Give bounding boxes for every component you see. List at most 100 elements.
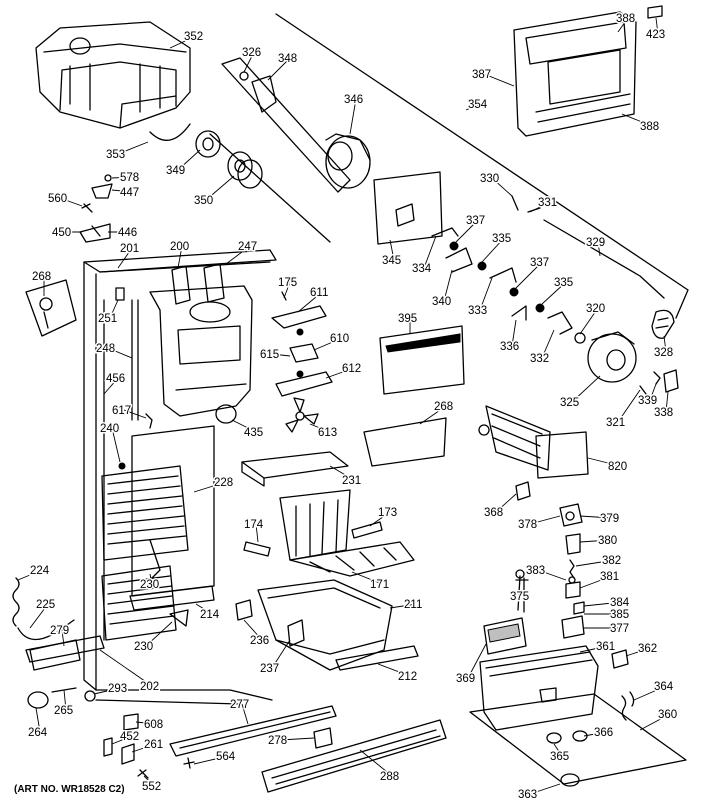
leader-line-337 [455,219,479,243]
rod-265-part [51,687,77,693]
leader-line-612 [325,367,355,379]
basket-171-part [279,489,415,577]
bracket-452-part [103,737,113,757]
callout-261: 261 [144,739,163,751]
leader-line-335 [481,237,505,263]
auger-motor-part [325,133,371,189]
callout-360: 360 [658,709,677,721]
callout-230: 230 [140,579,159,591]
leader-line-340 [443,269,453,302]
leader-line-174 [255,523,259,543]
fan-motor-610-part [289,343,319,363]
cover-214-part [129,585,215,611]
valve-379-part [559,503,583,527]
callout-320: 320 [586,303,605,315]
callout-330: 330 [480,173,499,185]
leader-line-615 [271,353,291,357]
callout-423: 423 [646,29,665,41]
screw-293-part [84,690,96,702]
leader-line-564 [193,755,229,765]
callout-354: 354 [468,99,488,111]
bracket-368-part [515,481,531,501]
bracket-447-part [91,183,113,199]
leader-line-261 [131,743,157,753]
clip-251-part [115,287,125,301]
callout-388: 388 [640,121,659,133]
screw-564-part [183,757,195,769]
leader-line-200 [177,245,183,269]
callout-268: 268 [32,271,51,283]
leader-line-456 [103,377,119,395]
clip-173-part [351,521,383,539]
callout-446: 446 [118,227,137,239]
auger-shaft [209,133,331,243]
leader-line-330 [491,177,513,197]
callout-435: 435 [244,427,263,439]
sensor-240-part [118,462,126,470]
ball-335b-part [535,303,545,313]
lever-336-part [511,305,527,321]
ice-chute-part [251,75,277,113]
board-395-part [379,325,465,395]
cover-212-part [335,645,419,671]
bracket-175-part [281,291,287,301]
leader-line-423 [655,17,659,35]
callout-237: 237 [260,663,279,675]
callout-452: 452 [120,731,139,743]
leader-line-364 [633,685,667,701]
callout-173: 173 [378,507,397,519]
screw-578-part [104,174,112,182]
evaporator-228-part [101,425,215,641]
leader-line-251 [109,299,119,319]
coupling-350-part [227,151,263,189]
leader-line-236 [243,619,263,641]
callout-228: 228 [214,477,233,489]
leader-line-332 [541,329,555,359]
leader-line-560 [59,197,83,207]
leader-line-328 [663,335,667,353]
leader-line-435 [231,419,257,433]
callout-201: 201 [120,243,139,255]
fan-blade-613-part [285,397,319,433]
leader-line-352 [169,35,197,49]
leader-line-231 [329,465,355,481]
rail-277-part [169,705,337,757]
art-number-label: (ART NO. WR18528 C2) [14,784,125,795]
ball-335a-part [477,261,487,271]
leader-line-237 [271,639,291,669]
screw-552-part [137,769,149,779]
callout-611: 611 [310,287,328,299]
leader-line-380 [579,539,611,543]
callout-447: 447 [120,187,139,199]
callout-337: 337 [466,215,485,227]
bearing-349-part [195,130,221,158]
leader-line-381 [579,575,613,589]
control-268-part [25,279,77,337]
valve-body-380-part [565,533,581,555]
leader-line-279 [61,629,65,647]
leader-line-326 [243,51,255,73]
callout-328: 328 [654,347,673,359]
leader-line-360 [639,713,671,731]
wire-225-part [17,619,75,641]
callout-349: 349 [166,165,185,177]
callout-339: 339 [638,395,657,407]
leader-line-288 [359,749,393,777]
leader-line-610 [313,337,343,351]
leader-line-452 [111,735,133,745]
leader-line-383 [537,569,567,581]
bracket-261-part [121,743,135,765]
callout-335: 335 [492,233,511,245]
handle-353-part [149,123,191,141]
callout-388: 388 [616,13,635,25]
gear-320-part [574,332,586,344]
callout-321: 321 [606,417,625,429]
leader-line-335 [541,281,567,305]
evaporator-fan-housing [149,263,253,417]
callout-560: 560 [48,193,67,205]
leader-line-320 [579,307,599,335]
leader-line-379 [579,515,613,519]
callout-578: 578 [120,172,139,184]
leader-line-329 [597,241,601,257]
callout-610: 610 [330,333,349,345]
